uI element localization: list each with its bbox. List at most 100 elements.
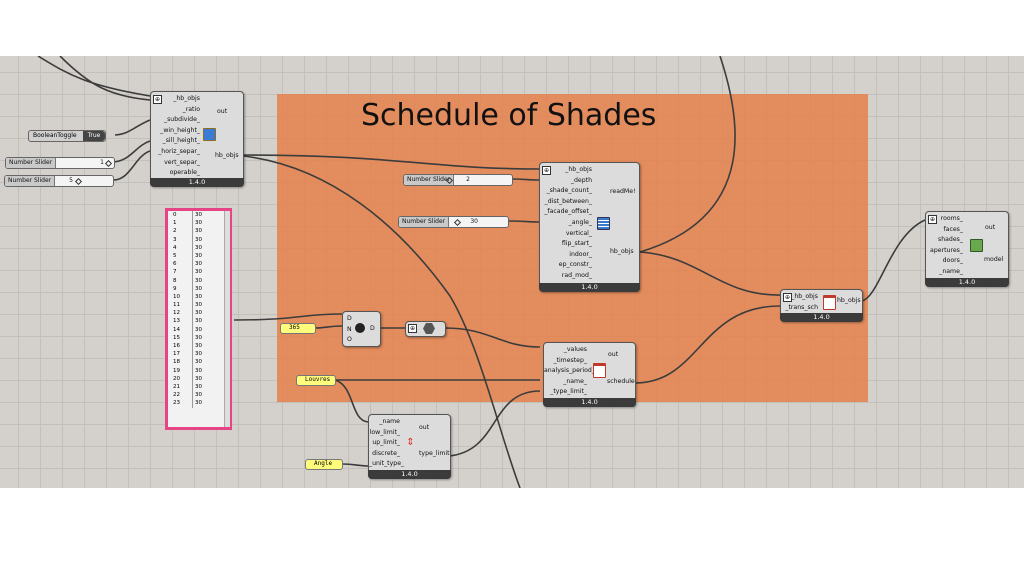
slider-value[interactable]: 2 bbox=[466, 176, 470, 183]
component-type-limit[interactable]: _name low_limit_ up_limit_ discrete_ _un… bbox=[368, 414, 451, 479]
model-icon bbox=[970, 239, 983, 252]
input-param[interactable]: _hb_objs bbox=[173, 95, 200, 102]
output-param[interactable]: schedule bbox=[607, 378, 635, 385]
number-slider[interactable]: Number Slider 30 bbox=[398, 216, 509, 228]
input-param[interactable]: rooms_ bbox=[940, 215, 963, 222]
expand-icon[interactable]: ⊕ bbox=[928, 215, 937, 224]
number-slider[interactable]: Number Slider 1 bbox=[5, 157, 115, 169]
slider-knob-icon[interactable] bbox=[74, 177, 83, 186]
output-param[interactable]: type_limit bbox=[419, 450, 450, 457]
input-param[interactable]: _unit_type_ bbox=[369, 460, 405, 468]
boolean-toggle[interactable]: BooleanToggle True bbox=[28, 130, 106, 142]
component-create-schedule[interactable]: _values _timestep_ analysis_period_ _nam… bbox=[543, 342, 636, 407]
input-param[interactable]: _dist_between_ bbox=[544, 197, 592, 205]
input-param[interactable]: discrete_ bbox=[372, 449, 400, 457]
panel-angle[interactable]: Angle bbox=[305, 459, 343, 470]
component-series[interactable]: D N O D bbox=[342, 311, 381, 347]
input-param[interactable]: _sill_height_ bbox=[162, 137, 200, 145]
input-param[interactable]: shades_ bbox=[938, 236, 963, 244]
input-param[interactable]: rad_mod_ bbox=[561, 271, 592, 279]
input-param[interactable]: _angle_ bbox=[568, 218, 592, 226]
input-param[interactable]: _horiz_separ_ bbox=[158, 147, 200, 155]
panel-scrollbar[interactable] bbox=[224, 211, 230, 427]
slider-knob-icon[interactable] bbox=[453, 218, 462, 227]
wire bbox=[113, 150, 151, 181]
grasshopper-canvas[interactable]: Schedule of Shades ⊕ bbox=[0, 56, 1024, 488]
component-hb-model[interactable]: ⊕ rooms_ faces_ shades_ apertures_ doors… bbox=[925, 211, 1009, 287]
input-param[interactable]: D bbox=[347, 315, 352, 322]
input-param[interactable]: indoor_ bbox=[569, 250, 592, 258]
input-param[interactable]: O bbox=[347, 336, 352, 343]
input-param[interactable]: up_limit_ bbox=[372, 439, 400, 447]
input-param[interactable]: vertical_ bbox=[565, 229, 592, 237]
input-param[interactable]: _shade_count_ bbox=[546, 187, 592, 195]
wire bbox=[341, 463, 369, 467]
input-param[interactable]: low_limit_ bbox=[369, 428, 400, 436]
output-param[interactable]: model bbox=[984, 256, 1004, 263]
slider-label: Number Slider bbox=[6, 158, 57, 168]
panel-louvres[interactable]: Louvres bbox=[296, 375, 336, 386]
input-param[interactable]: analysis_period_ bbox=[544, 367, 595, 375]
input-param[interactable]: _timestep_ bbox=[553, 356, 587, 364]
component-louvers-by-count[interactable]: ⊕ _hb_objs _depth _shade_count_ _dist_be… bbox=[539, 162, 640, 292]
input-param[interactable]: _type_limit_ bbox=[550, 388, 587, 396]
group-title: Schedule of Shades bbox=[361, 98, 657, 133]
input-param[interactable]: _trans_sch bbox=[785, 303, 818, 311]
panel-text: 365 bbox=[289, 324, 300, 331]
input-param[interactable]: faces_ bbox=[943, 225, 964, 233]
component-shade-transmittance[interactable]: ⊕ _hb_objs _trans_sch hb_objs 1.4.0 bbox=[780, 289, 863, 322]
output-param[interactable]: hb_objs bbox=[215, 152, 239, 159]
number-slider[interactable]: Number Slider 5 bbox=[4, 175, 114, 187]
expand-icon[interactable]: ⊕ bbox=[153, 95, 162, 104]
slider-value[interactable]: 30 bbox=[470, 218, 478, 225]
input-param[interactable]: operable_ bbox=[169, 169, 200, 177]
output-param[interactable]: readMe! bbox=[610, 188, 636, 195]
component-relay-hexagon[interactable]: ⊕ bbox=[405, 321, 446, 337]
slider-value[interactable]: 1 bbox=[100, 159, 104, 166]
output-param[interactable]: out bbox=[217, 108, 228, 115]
input-param[interactable]: _name_ bbox=[939, 267, 963, 275]
slider-value[interactable]: 5 bbox=[69, 177, 73, 184]
input-param[interactable]: vert_separ_ bbox=[164, 158, 200, 166]
component-version: 1.4.0 bbox=[150, 178, 244, 187]
input-param[interactable]: doors_ bbox=[942, 257, 963, 265]
output-param[interactable]: D bbox=[370, 325, 375, 332]
output-param[interactable]: hb_objs bbox=[610, 248, 634, 255]
output-param[interactable]: out bbox=[419, 424, 430, 431]
component-version: 1.4.0 bbox=[539, 283, 640, 292]
input-param[interactable]: _hb_objs bbox=[565, 166, 592, 173]
input-param[interactable]: _ratio bbox=[182, 105, 200, 113]
slider-knob-icon[interactable] bbox=[104, 159, 113, 168]
toggle-value[interactable]: True bbox=[83, 131, 105, 141]
aperture-icon bbox=[203, 128, 216, 141]
expand-icon[interactable]: ⊕ bbox=[408, 324, 417, 333]
output-param[interactable]: out bbox=[608, 351, 619, 358]
input-param[interactable]: _name_ bbox=[563, 377, 587, 385]
input-param[interactable]: apertures_ bbox=[930, 246, 963, 254]
input-param[interactable]: flip_start_ bbox=[561, 240, 592, 248]
input-param[interactable]: _name bbox=[379, 418, 400, 425]
expand-icon[interactable]: ⊕ bbox=[783, 293, 792, 302]
number-slider[interactable]: Number Slider 2 bbox=[403, 174, 513, 186]
input-param[interactable]: _win_height_ bbox=[160, 126, 200, 134]
output-param[interactable]: out bbox=[985, 224, 996, 231]
wire bbox=[59, 56, 151, 101]
input-param[interactable]: ep_constr_ bbox=[558, 261, 592, 269]
input-param[interactable]: _depth bbox=[570, 176, 592, 184]
component-apertures-by-ratio[interactable]: ⊕ _hb_objs _ratio _subdivide_ _win_heigh… bbox=[150, 91, 244, 187]
input-param[interactable]: N bbox=[347, 325, 352, 333]
expand-icon[interactable]: ⊕ bbox=[542, 166, 551, 175]
output-param[interactable]: hb_objs bbox=[837, 297, 861, 304]
input-param[interactable]: _hb_objs bbox=[791, 293, 818, 300]
wire bbox=[114, 119, 151, 136]
input-param[interactable]: _subdivide_ bbox=[163, 116, 200, 124]
input-param[interactable]: _facade_offset_ bbox=[544, 208, 592, 216]
input-param[interactable]: _values bbox=[563, 346, 587, 353]
panel-365[interactable]: 365 bbox=[280, 323, 316, 334]
